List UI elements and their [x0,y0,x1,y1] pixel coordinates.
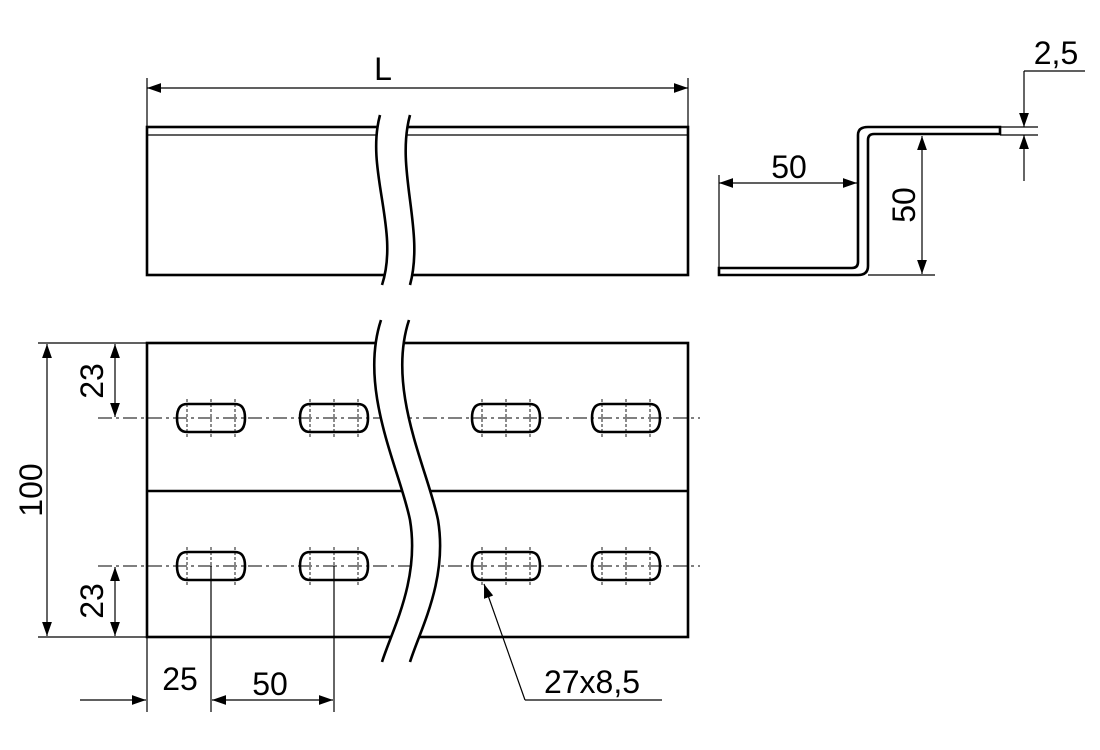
total-width-label: 100 [13,463,49,516]
profile-height-label: 50 [886,187,922,223]
length-label: L [374,51,392,87]
first-slot-offset-label: 25 [162,661,198,697]
slot-pitch-label: 50 [252,666,288,702]
break-line [372,319,414,663]
top-view: L [145,51,690,286]
slot-offset-bottom-label: 23 [74,583,110,619]
plan-view: 100 23 23 25 50 27x8,5 [13,319,700,712]
profile-flange-width-label: 50 [771,149,807,185]
break-line [400,319,442,663]
profile-view: 50 50 2,5 [717,35,1085,277]
break-line [374,114,389,286]
break-line [404,114,416,286]
slot-size-label: 27x8,5 [544,664,640,700]
slot-offset-top-label: 23 [74,363,110,399]
thickness-label: 2,5 [1034,35,1078,71]
